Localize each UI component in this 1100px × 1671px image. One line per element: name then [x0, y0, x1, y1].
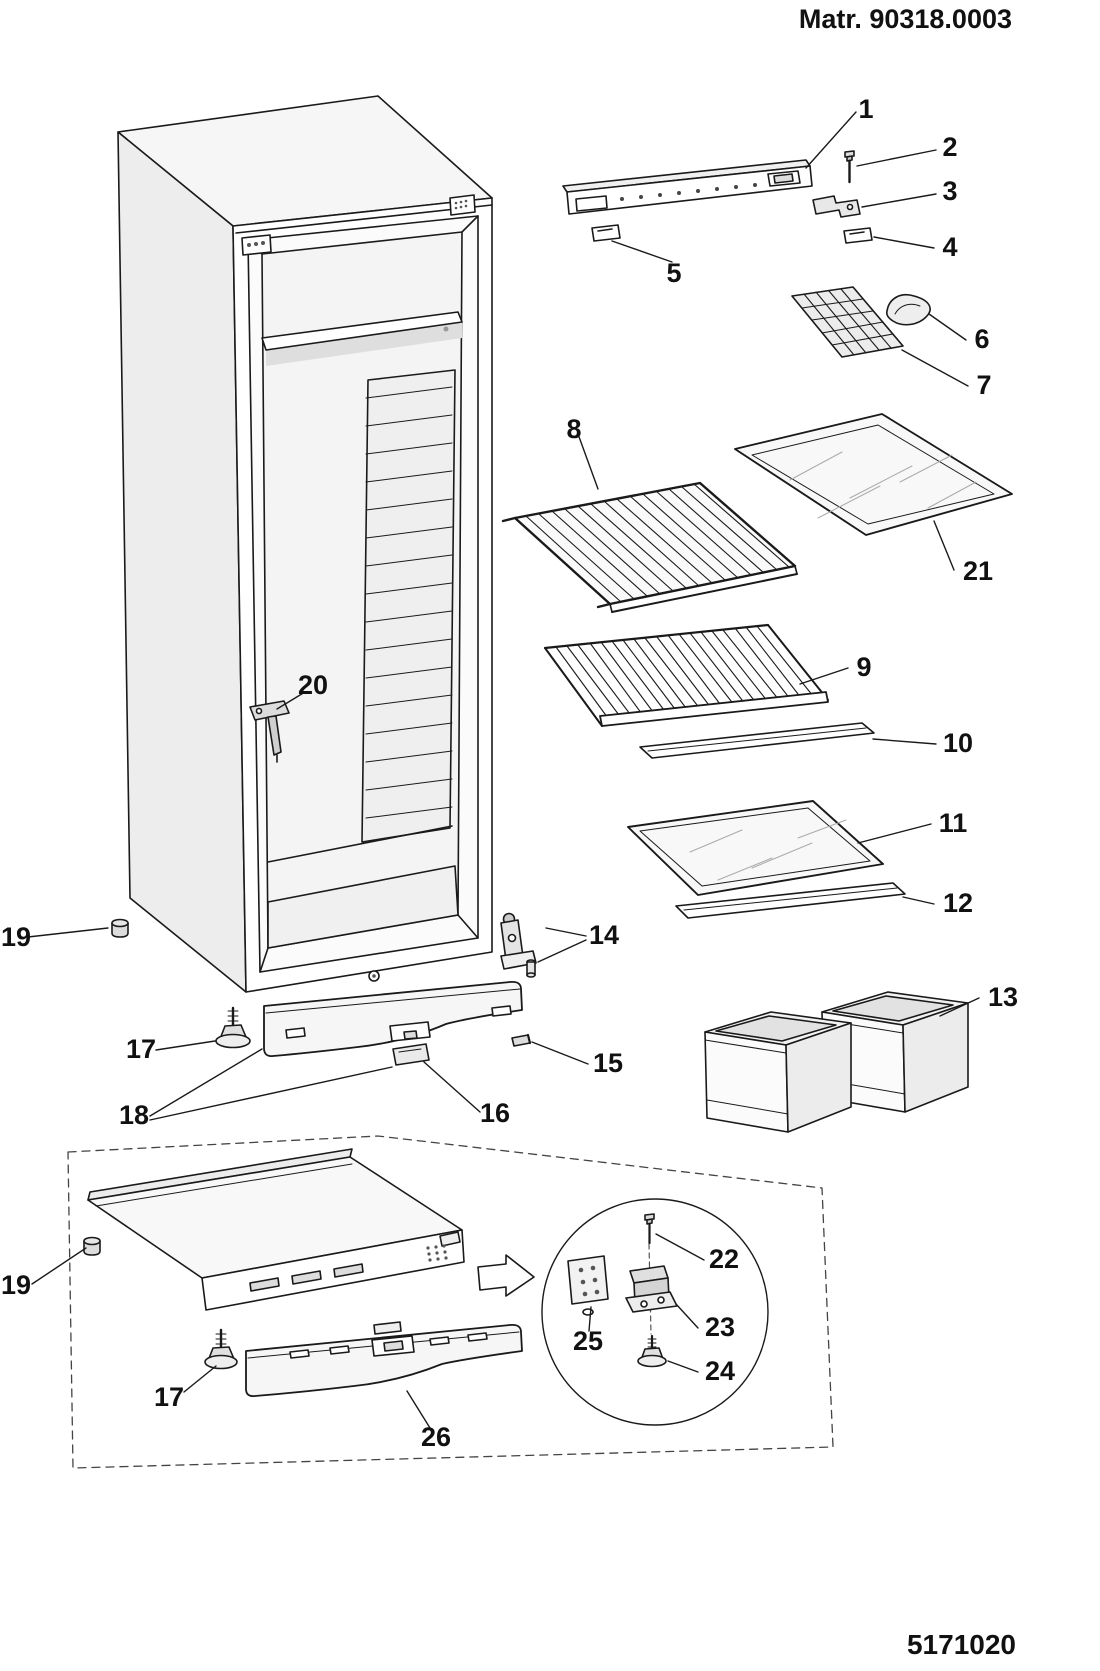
- part-16-plate: [392, 1043, 430, 1066]
- part-11-glass-shelf: [627, 800, 884, 896]
- leader-line-5: [611, 240, 673, 263]
- leader-line-18: [149, 1048, 393, 1121]
- part-21-glass-shelf: [734, 413, 1013, 536]
- part-4-cover: [843, 227, 873, 244]
- leader-line-21: [933, 520, 955, 571]
- callout-15: 15: [593, 1048, 623, 1078]
- leader-line-7: [901, 349, 969, 387]
- leader-line-15: [531, 1041, 589, 1065]
- leader-line-10: [872, 738, 937, 745]
- part-23-bracket: [625, 1265, 678, 1313]
- callout-9: 9: [856, 652, 871, 682]
- leader-line-3: [861, 193, 937, 208]
- callout-2: 2: [942, 132, 957, 162]
- leader-line-8: [577, 433, 599, 490]
- callout-16: 16: [480, 1098, 510, 1128]
- leader-line-9: [799, 667, 849, 685]
- part-2-screw: [844, 150, 855, 184]
- callout-12: 12: [943, 888, 973, 918]
- part-5-cover: [591, 224, 621, 242]
- leader-line-26: [406, 1390, 431, 1429]
- part-17-foot: [215, 1006, 251, 1049]
- part-13-crisper-bins: [704, 991, 969, 1133]
- leader-line-1: [805, 111, 857, 169]
- part-15-pin: [511, 1033, 532, 1047]
- part-18-kick-plate: [263, 980, 523, 1057]
- part-7-egg-tray: [791, 286, 904, 358]
- front-grille-right: [449, 194, 476, 216]
- part-20-key: [249, 700, 290, 763]
- callout-1: 1: [858, 94, 873, 124]
- callout-17: 17: [126, 1034, 156, 1064]
- leader-line-19b: [31, 1247, 87, 1285]
- part-3-bracket: [812, 195, 861, 218]
- bottom-detail-section: [67, 1135, 834, 1469]
- callout-10: 10: [943, 728, 973, 758]
- callout-5: 5: [666, 258, 681, 288]
- leader-line-24: [667, 1360, 699, 1373]
- leader-line-17a: [155, 1040, 216, 1051]
- part-19-cap-bottom: [83, 1236, 101, 1256]
- part-25-plate: [567, 1255, 609, 1316]
- leader-line-19a: [27, 927, 109, 938]
- callout-21: 21: [963, 556, 993, 586]
- leader-line-22: [655, 1233, 705, 1261]
- part-1-control-panel: [562, 159, 813, 215]
- callout-18: 18: [119, 1100, 149, 1130]
- leader-line-4: [873, 236, 935, 249]
- leader-line-12: [902, 896, 935, 905]
- leader-line-23: [675, 1303, 699, 1329]
- callout-23: 23: [705, 1312, 735, 1342]
- callout-14: 14: [589, 920, 619, 950]
- leader-line-2: [856, 149, 937, 167]
- callout-19: 19: [1, 922, 31, 952]
- part-6-handle: [885, 294, 931, 326]
- callout-7: 7: [976, 370, 991, 400]
- callout-22: 22: [709, 1244, 739, 1274]
- part-24-foot: [637, 1334, 667, 1368]
- detail-arrow: [477, 1254, 535, 1297]
- callout-11: 11: [939, 808, 968, 838]
- callout-3: 3: [942, 176, 957, 206]
- leader-lines: [27, 111, 980, 1429]
- refrigerator-cabinet: [117, 95, 493, 993]
- leader-line-11: [857, 823, 932, 844]
- leader-line-16: [423, 1061, 481, 1113]
- part-8-wire-shelf: [501, 481, 798, 613]
- callout-20: 20: [298, 670, 328, 700]
- leader-line-14: [537, 927, 587, 963]
- part-26-base-grille: [245, 1321, 523, 1398]
- part-14-hinge: [500, 912, 537, 978]
- callout-labels: 1 2 3 4 5 6 7 8 9 10 11 12 13 14 15 16 1…: [1, 94, 1018, 1452]
- callout-4: 4: [942, 232, 957, 262]
- callout-8: 8: [566, 414, 581, 444]
- callout-6: 6: [974, 324, 989, 354]
- part-9-wire-grid: [543, 623, 829, 727]
- part-10-trim: [639, 722, 875, 759]
- part-17-foot-bottom: [204, 1328, 238, 1370]
- callout-26: 26: [421, 1422, 451, 1452]
- callout-25: 25: [573, 1326, 603, 1356]
- part-22-screw: [644, 1213, 655, 1245]
- leader-line-17b: [183, 1365, 217, 1393]
- document-code: 5171020: [906, 1629, 1016, 1660]
- callout-13: 13: [988, 982, 1018, 1012]
- leader-line-6: [928, 313, 967, 341]
- front-grille-left: [241, 234, 272, 256]
- part-19-cap: [111, 918, 129, 938]
- callout-19-bottom: 19: [1, 1270, 31, 1300]
- leader-line-25: [588, 1306, 592, 1332]
- callout-24: 24: [705, 1356, 735, 1386]
- part-12-trim: [675, 882, 906, 919]
- leader-line-13: [939, 997, 980, 1017]
- detail-circle: [541, 1198, 769, 1426]
- matr-number: Matr. 90318.0003: [798, 4, 1012, 34]
- base-unit: [87, 1148, 465, 1311]
- leader-line-20: [276, 691, 306, 710]
- callout-17-bottom: 17: [154, 1382, 184, 1412]
